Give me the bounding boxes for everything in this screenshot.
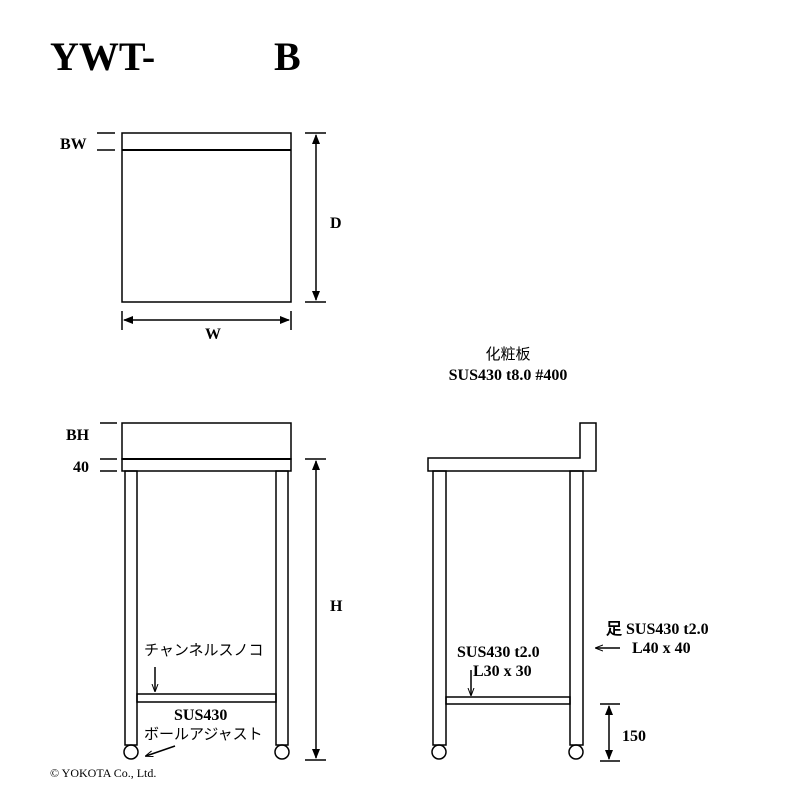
right-leg bbox=[275, 470, 289, 746]
left-leg bbox=[124, 470, 138, 746]
side-brace bbox=[445, 696, 571, 705]
caster-right bbox=[274, 744, 290, 760]
side-top-board bbox=[427, 422, 597, 472]
w-label: W bbox=[205, 326, 221, 343]
h-label: H bbox=[330, 598, 343, 615]
bw-label: BW bbox=[60, 136, 87, 153]
front-view: BH 40 H チャンネルスノコ SUS430 ボールアジャスト bbox=[66, 422, 343, 761]
shelf-label: チャンネルスノコ bbox=[144, 641, 264, 659]
front-rail bbox=[121, 458, 292, 472]
adjuster-label: ボールアジャスト bbox=[144, 725, 263, 743]
bottom-shelf bbox=[136, 693, 277, 703]
top-view: BW D W bbox=[60, 132, 342, 343]
backsplash bbox=[121, 422, 292, 460]
rail-height-label: 40 bbox=[73, 459, 89, 476]
bh-label: BH bbox=[66, 427, 90, 444]
adjuster-arrow bbox=[146, 745, 176, 756]
d-label: D bbox=[330, 215, 342, 232]
caster-left bbox=[123, 744, 139, 760]
brace-spec-line1: SUS430 t2.0 bbox=[457, 644, 540, 661]
shelf-material: SUS430 bbox=[174, 707, 227, 724]
leg-spec-line1: 足 SUS430 t2.0 bbox=[606, 620, 709, 638]
copyright: © YOKOTA Co., Ltd. bbox=[50, 766, 156, 780]
clearance-label: 150 bbox=[622, 728, 646, 745]
side-caster-right bbox=[568, 744, 584, 760]
brace-spec-line2: L30 x 30 bbox=[473, 663, 532, 680]
model-prefix: YWT- bbox=[50, 34, 155, 79]
side-right-leg bbox=[569, 470, 584, 746]
leg-spec-line2: L40 x 40 bbox=[632, 640, 691, 657]
top-spec: SUS430 t8.0 #400 bbox=[449, 367, 568, 384]
tabletop-outline bbox=[121, 132, 292, 303]
top-name: 化粧板 bbox=[485, 345, 530, 363]
side-view: 化粧板 SUS430 t8.0 #400 足 SUS430 t2.0 L40 x… bbox=[427, 345, 709, 762]
side-caster-left bbox=[431, 744, 447, 760]
model-suffix: B bbox=[274, 34, 301, 79]
side-left-leg bbox=[432, 470, 447, 746]
